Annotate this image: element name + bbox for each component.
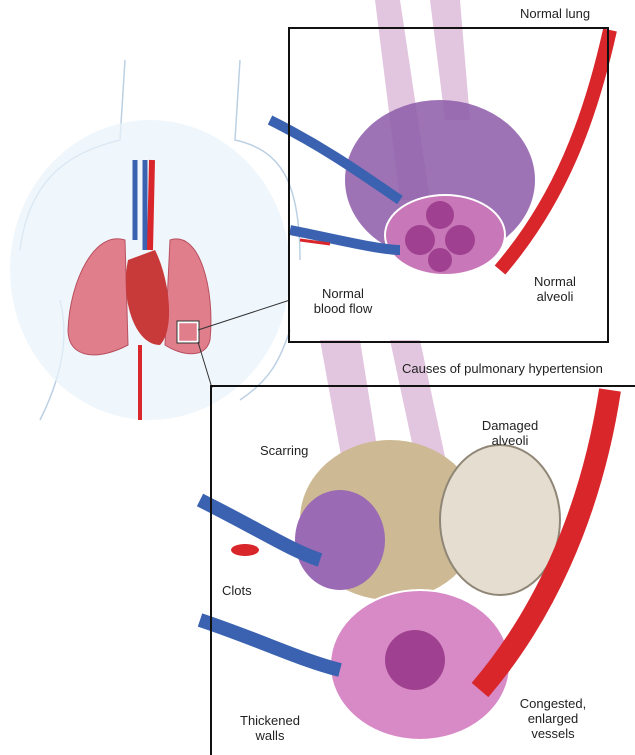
zoom-indicator	[176, 320, 200, 344]
label-normal-blood-flow: Normal blood flow	[310, 286, 376, 316]
label-scarring: Scarring	[260, 443, 309, 458]
label-normal-alveoli: Normal alveoli	[534, 274, 576, 304]
diseased-lung-illustration	[196, 340, 621, 741]
label-congested-vessels: Congested, enlarged vessels	[519, 696, 587, 741]
left-lung	[67, 238, 129, 356]
causes-panel	[210, 385, 635, 755]
normal-lung-title: Normal lung	[520, 6, 591, 21]
heart	[125, 250, 170, 345]
label-damaged-alveoli: Damaged alveoli	[481, 418, 539, 448]
label-clots: Clots	[222, 583, 252, 598]
label-thickened-walls: Thickened walls	[240, 713, 300, 743]
causes-title: Causes of pulmonary hypertension	[402, 361, 603, 376]
normal-lung-illustration	[267, 0, 617, 276]
normal-lung-panel	[288, 27, 609, 343]
